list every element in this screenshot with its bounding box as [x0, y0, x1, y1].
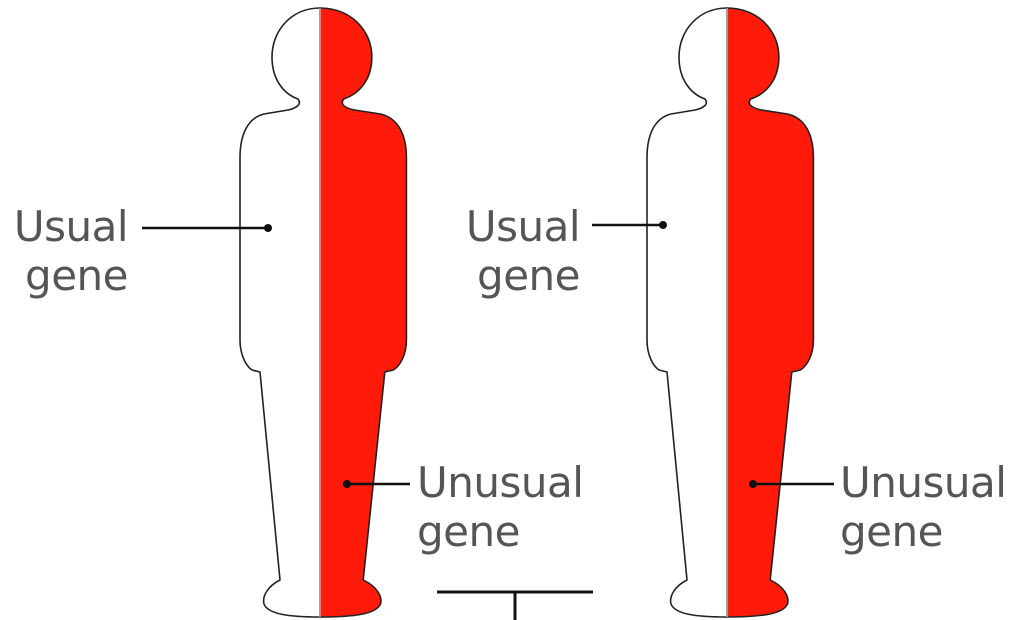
label-line: gene: [840, 507, 1006, 556]
usual-gene-half: [240, 8, 320, 617]
usual-gene-half: [647, 8, 727, 617]
label-line: gene: [10, 251, 128, 300]
label-line: Unusual: [417, 458, 583, 507]
person-figure-left: [240, 8, 406, 617]
usual-gene-label-right: Usual gene: [462, 202, 580, 300]
unusual-gene-label-left: Unusual gene: [417, 458, 583, 556]
label-line: gene: [417, 507, 583, 556]
label-line: gene: [462, 251, 580, 300]
label-line: Usual: [10, 202, 128, 251]
usual-gene-label-left: Usual gene: [10, 202, 128, 300]
unusual-gene-half: [727, 8, 813, 617]
parent-connector: [437, 592, 593, 620]
person-figure-right: [647, 8, 813, 617]
unusual-gene-label-right: Unusual gene: [840, 458, 1006, 556]
unusual-gene-half: [320, 8, 406, 617]
label-line: Unusual: [840, 458, 1006, 507]
label-line: Usual: [462, 202, 580, 251]
